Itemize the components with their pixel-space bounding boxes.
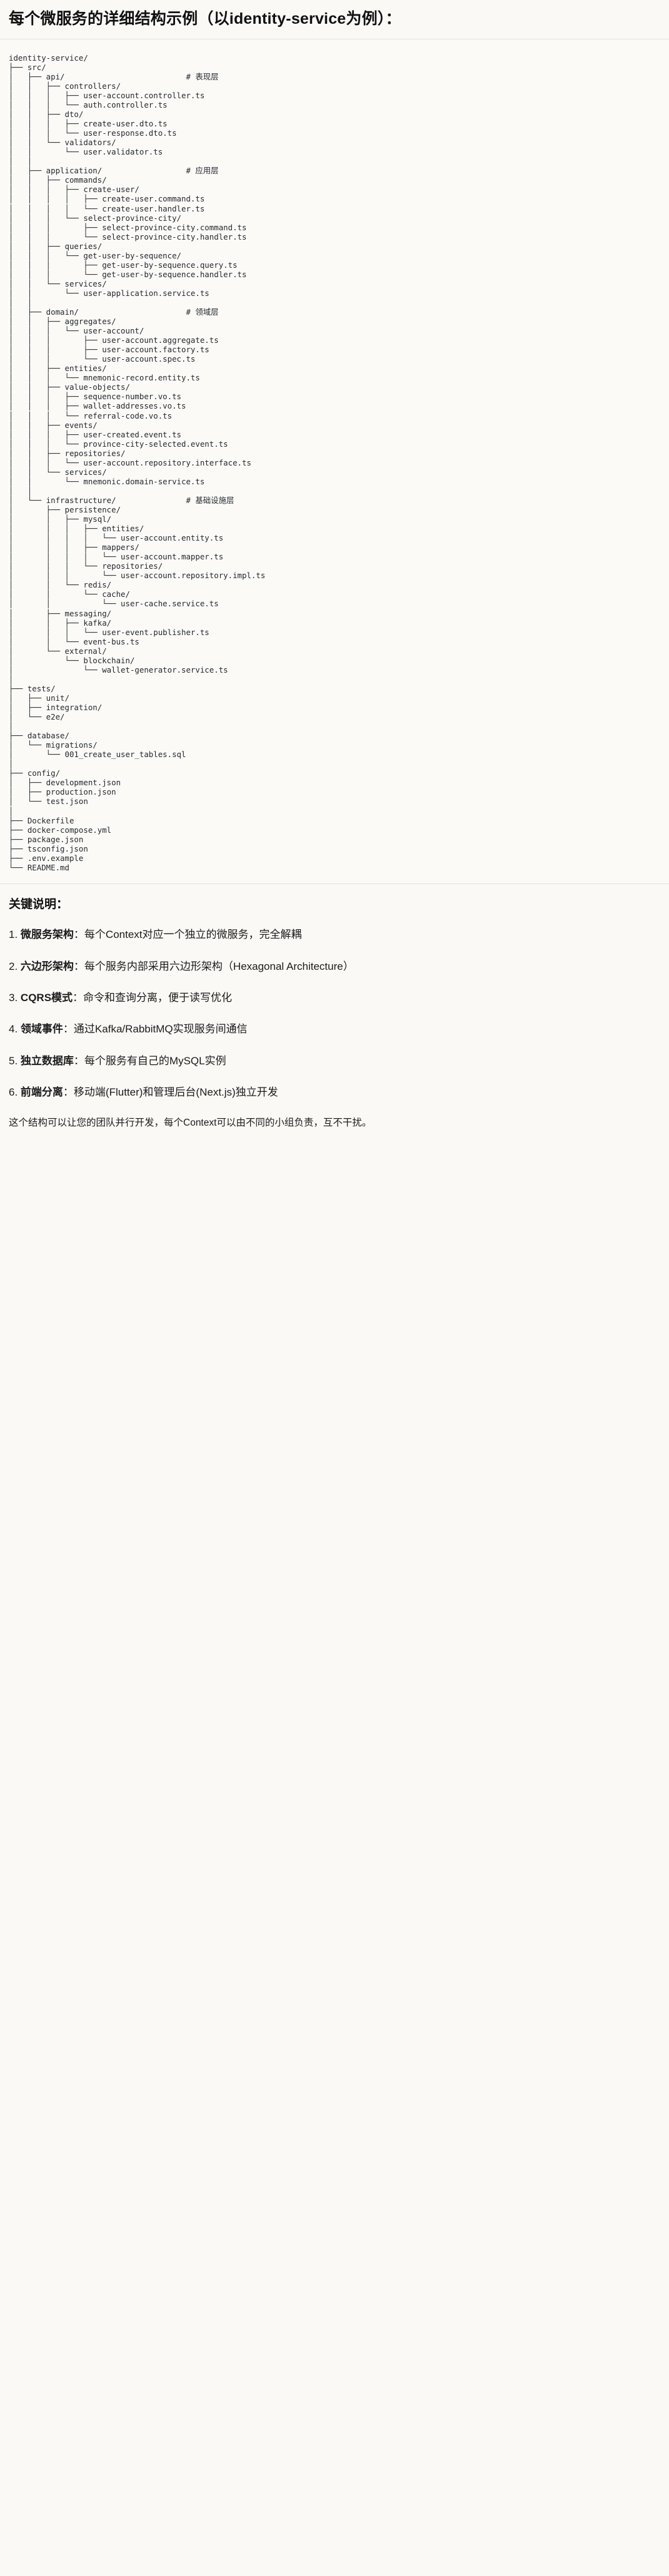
note-item: 6. 前端分离：移动端(Flutter)和管理后台(Next.js)独立开发 (9, 1084, 660, 1101)
note-separator: ： (63, 1023, 74, 1036)
note-item: 3. CQRS模式：命令和查询分离，便于读写优化 (9, 990, 660, 1006)
note-number: 1. (9, 929, 18, 941)
note-term: 前端分离 (20, 1086, 63, 1099)
note-item: 1. 微服务架构：每个Context对应一个独立的微服务，完全解耦 (9, 927, 660, 943)
note-separator: ： (73, 1054, 84, 1067)
note-term: 领域事件 (20, 1023, 63, 1036)
key-notes-heading: 关键说明： (9, 897, 69, 911)
note-number: 2. (9, 960, 18, 972)
document-page: 每个微服务的详细结构示例（以identity-service为例）： ident… (0, 0, 669, 1132)
note-term: 独立数据库 (20, 1054, 74, 1067)
note-description: 移动端(Flutter)和管理后台(Next.js)独立开发 (73, 1086, 278, 1099)
page-title: 每个微服务的详细结构示例（以identity-service为例）： (9, 10, 401, 28)
note-term: 微服务架构 (20, 929, 74, 941)
tree-divider (0, 883, 669, 884)
note-item: 5. 独立数据库：每个服务有自己的MySQL实例 (9, 1053, 660, 1069)
note-item: 2. 六边形架构：每个服务内部采用六边形架构（Hexagonal Archite… (9, 959, 660, 975)
note-description: 通过Kafka/RabbitMQ实现服务间通信 (73, 1023, 248, 1036)
note-separator: ： (73, 960, 84, 972)
note-term: 六边形架构 (20, 960, 74, 972)
note-number: 3. (9, 992, 18, 1004)
note-separator: ： (63, 1086, 74, 1099)
note-number: 4. (9, 1023, 18, 1036)
note-item: 4. 领域事件：通过Kafka/RabbitMQ实现服务间通信 (9, 1021, 660, 1037)
key-notes-section: 关键说明： 1. 微服务架构：每个Context对应一个独立的微服务，完全解耦 … (0, 897, 669, 1101)
directory-tree: identity-service/ ├── src/ │ ├── api/ # … (9, 53, 266, 872)
closing-paragraph: 这个结构可以让您的团队并行开发，每个Context可以由不同的小组负责，互不干扰… (9, 1117, 372, 1129)
directory-tree-block: identity-service/ ├── src/ │ ├── api/ # … (0, 39, 669, 883)
note-description: 每个服务有自己的MySQL实例 (84, 1054, 226, 1067)
note-number: 6. (9, 1086, 18, 1099)
note-term: CQRS模式 (20, 992, 73, 1004)
note-description: 每个服务内部采用六边形架构（Hexagonal Architecture） (84, 960, 354, 972)
note-separator: ： (73, 929, 84, 941)
note-description: 命令和查询分离，便于读写优化 (83, 992, 233, 1004)
note-description: 每个Context对应一个独立的微服务，完全解耦 (84, 929, 302, 941)
note-number: 5. (9, 1054, 18, 1067)
note-separator: ： (73, 992, 84, 1004)
